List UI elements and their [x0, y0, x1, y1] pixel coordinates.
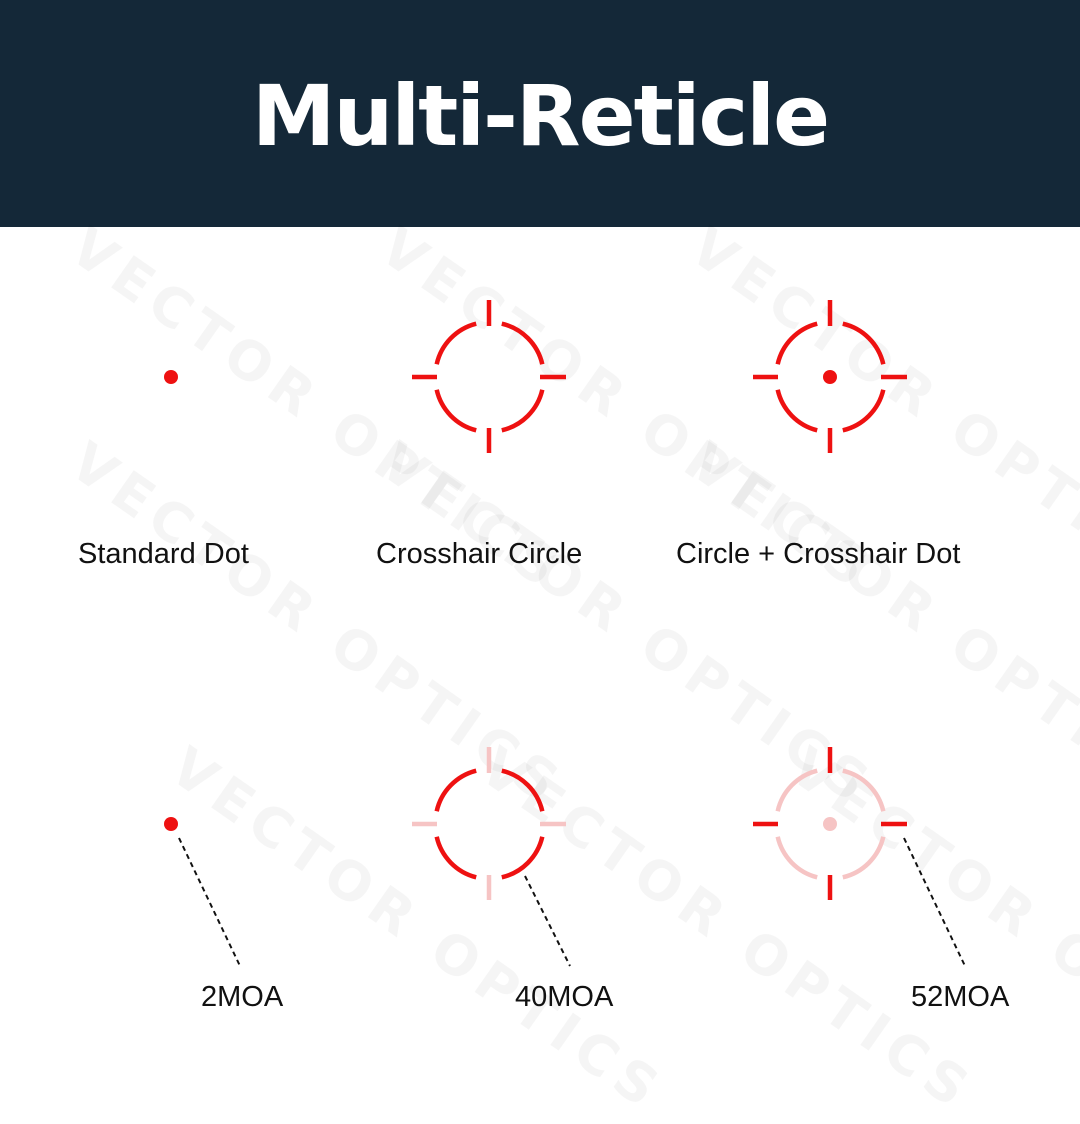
leader-line-52moa	[903, 837, 966, 967]
header-banner: Multi-Reticle	[0, 0, 1080, 227]
leader-line-40moa	[524, 875, 571, 967]
dot-2moa	[164, 817, 178, 831]
label-40moa: 40MOA	[515, 981, 614, 1013]
label-crosshair-circle: Crosshair Circle	[376, 538, 583, 570]
circle-crosshair-dot-reticle	[753, 300, 907, 453]
page-title: Multi-Reticle	[251, 67, 830, 165]
crosshair-circle-reticle	[412, 300, 566, 453]
leader-line-2moa	[178, 837, 241, 967]
label-2moa: 2MOA	[201, 981, 284, 1013]
label-circle-crosshair-dot: Circle + Crosshair Dot	[676, 538, 961, 570]
label-52moa: 52MOA	[911, 981, 1010, 1013]
circle-40moa-reticle	[412, 747, 566, 900]
reticle-illustrations	[164, 300, 966, 967]
label-standard-dot: Standard Dot	[78, 538, 249, 570]
standard-dot-reticle	[164, 370, 178, 384]
crosshair-52moa-reticle	[753, 747, 907, 900]
